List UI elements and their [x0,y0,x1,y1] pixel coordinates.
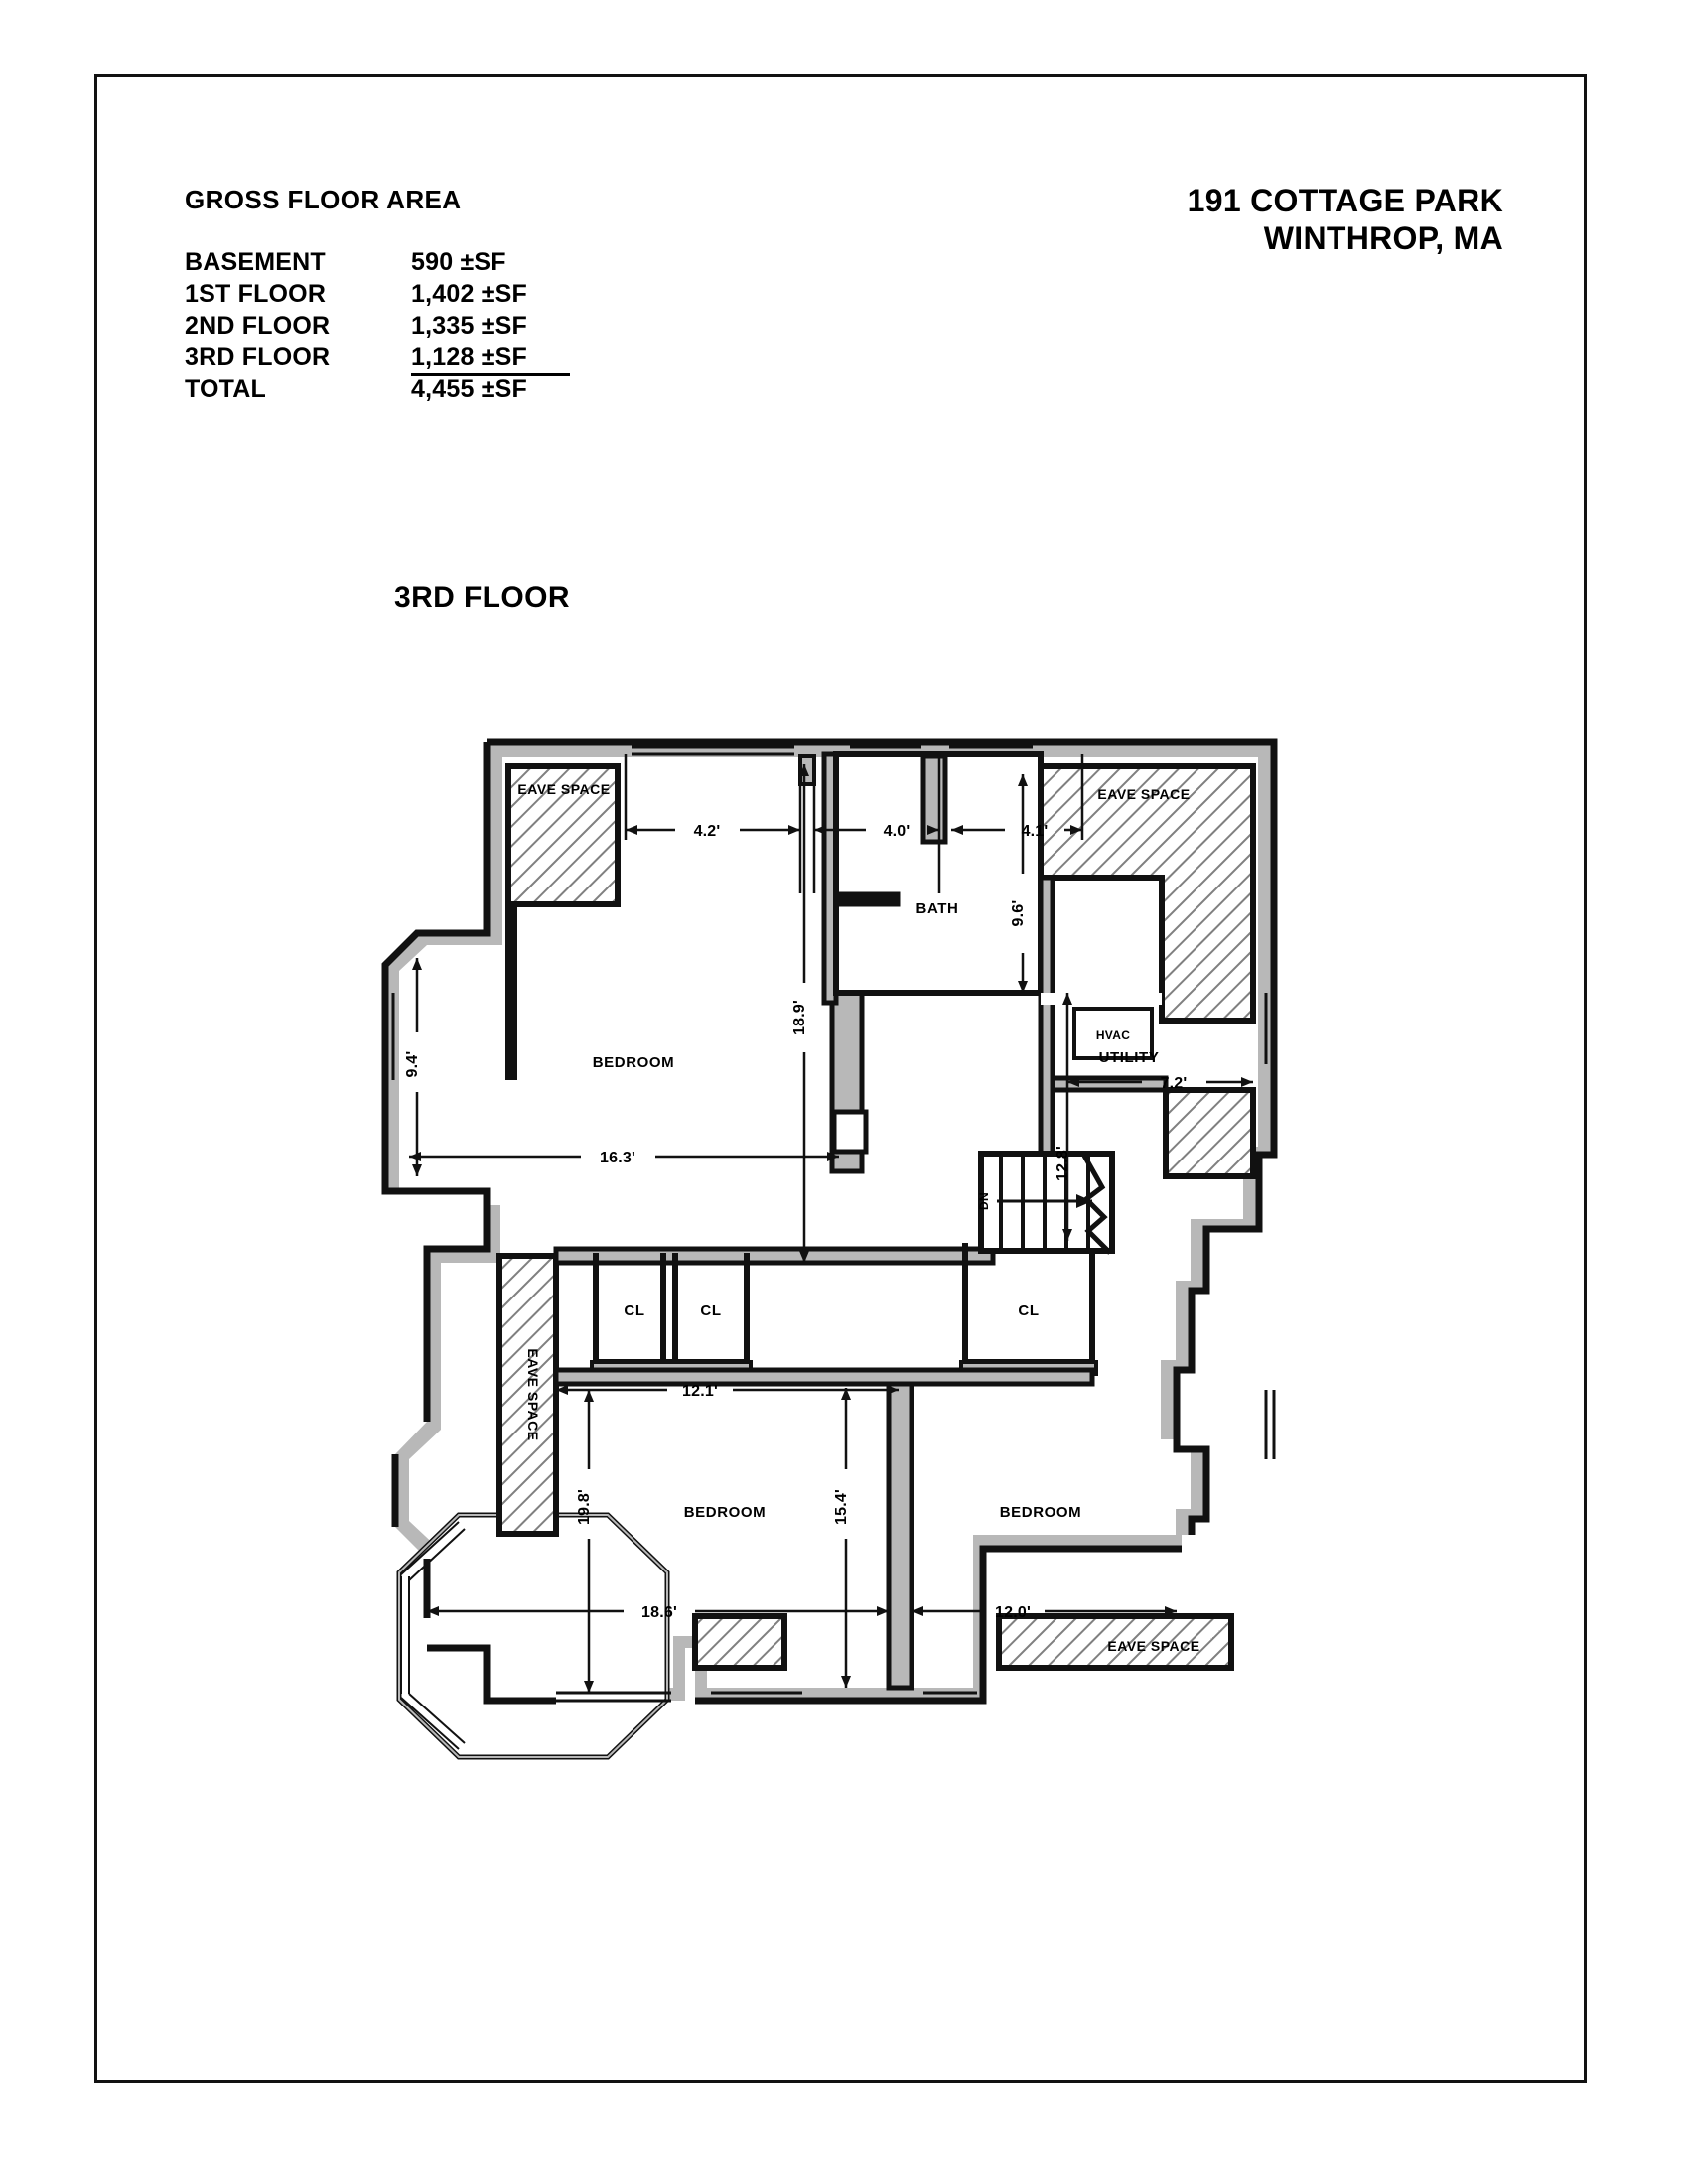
property-address: 191 COTTAGE PARK WINTHROP, MA [1188,183,1503,258]
room-labels: BEDROOM BATH UTILITY BEDROOM BEDROOM [593,900,1160,1521]
eave-space-bottom-left-small [692,1613,787,1671]
page-border [94,74,1587,2083]
closet-label-1: CL [624,1302,644,1319]
eave-space-label-bottom-right: EAVE SPACE [1107,1638,1199,1654]
room-label-bedroom-lower-left: BEDROOM [684,1504,767,1521]
gfa-label-2nd-floor: 2ND FLOOR [185,312,331,340]
gfa-value-3rd-floor: 1,128 ±SF [411,343,570,376]
gfa-row-basement: BASEMENT 590 ±SF [185,248,570,280]
gross-floor-area-table: BASEMENT 590 ±SF 1ST FLOOR 1,402 ±SF 2ND… [185,248,570,407]
gfa-label-basement: BASEMENT [185,248,326,276]
eave-space-right-sliver [1163,1087,1256,1179]
gfa-value-2nd-floor: 1,335 ±SF [411,312,527,340]
dim-19-8: 19.8' [576,1489,593,1525]
plan-geometry: EAVE SPACE EAVE SPACE EAVE SPACE EAVE SP… [381,738,1278,1760]
octagonal-bay-window [396,1512,670,1760]
dim-16-3: 16.3' [600,1150,635,1166]
floor-title: 3RD FLOOR [394,581,570,614]
dim-18-6: 18.6' [641,1604,677,1621]
exterior-wall-outline [381,738,1278,1705]
eave-space-label-left: EAVE SPACE [525,1348,541,1440]
hvac-equipment: HVAC [1072,1007,1154,1060]
dimension-labels: 4.2' 4.0' 4.1' 9.6' 12.8' 7.2' 18.9' 9.4… [404,823,1187,1621]
gfa-label-total: TOTAL [185,375,267,403]
window-openings [383,745,1276,1703]
dim-4-0: 4.0' [884,823,911,840]
hvac-label: HVAC [1096,1028,1130,1042]
gfa-label-1st-floor: 1ST FLOOR [185,280,327,308]
gfa-label-3rd-floor: 3RD FLOOR [185,343,331,371]
gfa-value-1st-floor: 1,402 ±SF [411,280,527,308]
room-label-utility: UTILITY [1099,1049,1160,1066]
room-label-bedroom-lower-right: BEDROOM [1000,1504,1082,1521]
room-label-bath: BATH [916,900,959,917]
dim-12-0: 12.0' [995,1604,1031,1621]
interior-partitions [553,751,1169,1691]
eave-space-bottom-right: EAVE SPACE [993,1535,1235,1671]
dim-7-2: 7.2' [1161,1075,1188,1092]
eave-space-top-left: EAVE SPACE [502,760,624,1082]
dim-4-1: 4.1' [1022,823,1049,840]
dim-9-4: 9.4' [404,1051,421,1078]
stair-direction-label: DN [977,1192,991,1210]
dim-9-6: 9.6' [1010,900,1027,927]
stair-run: DN [977,1151,1115,1255]
room-label-bedroom-upper-left: BEDROOM [593,1054,675,1071]
gfa-value-basement: 590 ±SF [411,248,506,276]
dim-4-2: 4.2' [694,823,721,840]
eave-space-label-top-left: EAVE SPACE [517,781,610,797]
address-line-2: WINTHROP, MA [1263,219,1503,256]
closet-label-3: CL [1018,1302,1039,1319]
dim-12-8: 12.8' [1055,1146,1071,1181]
dimension-arrowheads [409,764,1253,1693]
gfa-value-total: 4,455 ±SF [411,375,527,403]
closet-label-2: CL [700,1302,721,1319]
gross-floor-area-title: GROSS FLOOR AREA [185,185,462,214]
gfa-row-2nd-floor: 2ND FLOOR 1,335 ±SF [185,312,570,343]
eave-space-left-vertical: EAVE SPACE [496,1253,559,1537]
address-line-1: 191 COTTAGE PARK [1187,183,1503,218]
closet-labels: CL CL CL [624,1302,1039,1319]
dimension-lines [409,754,1253,1693]
dim-15-4: 15.4' [833,1489,850,1525]
gfa-row-1st-floor: 1ST FLOOR 1,402 ±SF [185,280,570,312]
gfa-row-3rd-floor: 3RD FLOOR 1,128 ±SF [185,343,570,376]
dim-18-9: 18.9' [791,1000,808,1035]
dim-12-1: 12.1' [682,1383,718,1400]
eave-space-label-top-right: EAVE SPACE [1097,786,1190,802]
gfa-row-total: TOTAL 4,455 ±SF [185,375,570,407]
